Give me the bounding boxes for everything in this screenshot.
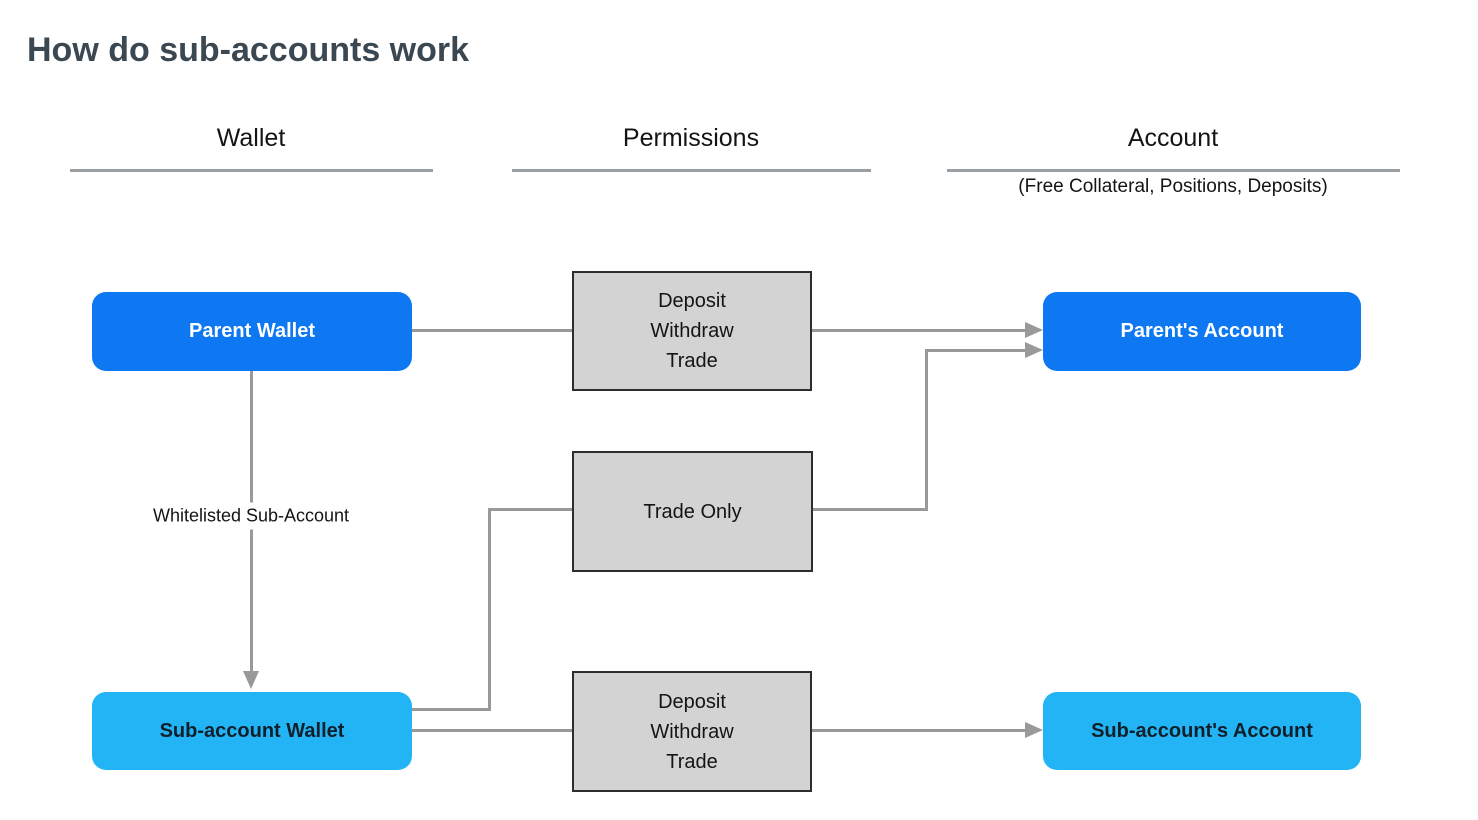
node-sub-permissions-line-1: Deposit: [658, 690, 726, 713]
node-subs-account-label: Sub-account's Account: [1091, 719, 1313, 742]
node-trade-only: Trade Only: [572, 451, 813, 572]
node-parent-permissions-line-2: Withdraw: [650, 320, 734, 342]
edge-permissions-to-subs-account-arrowhead: [1025, 722, 1043, 738]
edge-trade-only-to-parents-account-arrowhead: [1025, 342, 1043, 358]
edge-parent-wallet-to-permissions-line: [412, 329, 572, 332]
node-parents-account-label: Parent's Account: [1120, 320, 1284, 342]
node-parents-account: Parent's Account: [1043, 292, 1361, 371]
edge-sub-wallet-to-trade-only-vertical-line: [488, 508, 491, 711]
edge-label-whitelisted-sub-account: Whitelisted Sub-Account: [146, 502, 356, 530]
column-header-account: Account: [1127, 124, 1219, 152]
node-sub-permissions: Deposit Withdraw Trade: [572, 671, 812, 792]
node-parent-permissions-line-3: Trade: [666, 350, 718, 372]
edge-trade-only-horizontal-line: [813, 508, 928, 511]
column-underline-account: [947, 169, 1400, 172]
node-parent-permissions-line-1: Deposit: [658, 290, 726, 312]
edge-sub-wallet-to-permissions-line: [412, 729, 572, 732]
node-parent-wallet: Parent Wallet: [92, 292, 412, 371]
column-header-permissions: Permissions: [622, 124, 760, 152]
edge-trade-only-to-parents-account-line: [925, 349, 1025, 352]
node-sub-permissions-line-3: Trade: [666, 750, 718, 773]
edge-parent-to-sub-wallet-arrowhead: [243, 671, 259, 689]
edge-trade-only-vertical-line: [925, 349, 928, 511]
node-sub-account-wallet-label: Sub-account Wallet: [159, 719, 345, 742]
edge-permissions-to-parents-account-arrowhead: [1025, 322, 1043, 338]
node-sub-account-wallet: Sub-account Wallet: [92, 692, 412, 770]
edge-permissions-to-parents-account-line: [812, 329, 1025, 332]
node-parent-permissions: Deposit Withdraw Trade: [572, 271, 812, 391]
node-subs-account: Sub-account's Account: [1043, 692, 1361, 770]
column-underline-wallet: [70, 169, 433, 172]
column-subtitle-account: (Free Collateral, Positions, Deposits): [1018, 176, 1328, 197]
node-parent-wallet-label: Parent Wallet: [189, 320, 315, 342]
page-title: How do sub-accounts work: [27, 31, 470, 69]
column-underline-permissions: [512, 169, 871, 172]
column-header-wallet: Wallet: [216, 124, 286, 152]
edge-sub-wallet-to-trade-only-top-line: [488, 508, 572, 511]
edge-sub-wallet-to-trade-only-horizontal-line: [412, 708, 491, 711]
edge-permissions-to-subs-account-line: [812, 729, 1025, 732]
node-sub-permissions-line-2: Withdraw: [650, 720, 734, 743]
node-trade-only-label: Trade Only: [643, 500, 742, 523]
